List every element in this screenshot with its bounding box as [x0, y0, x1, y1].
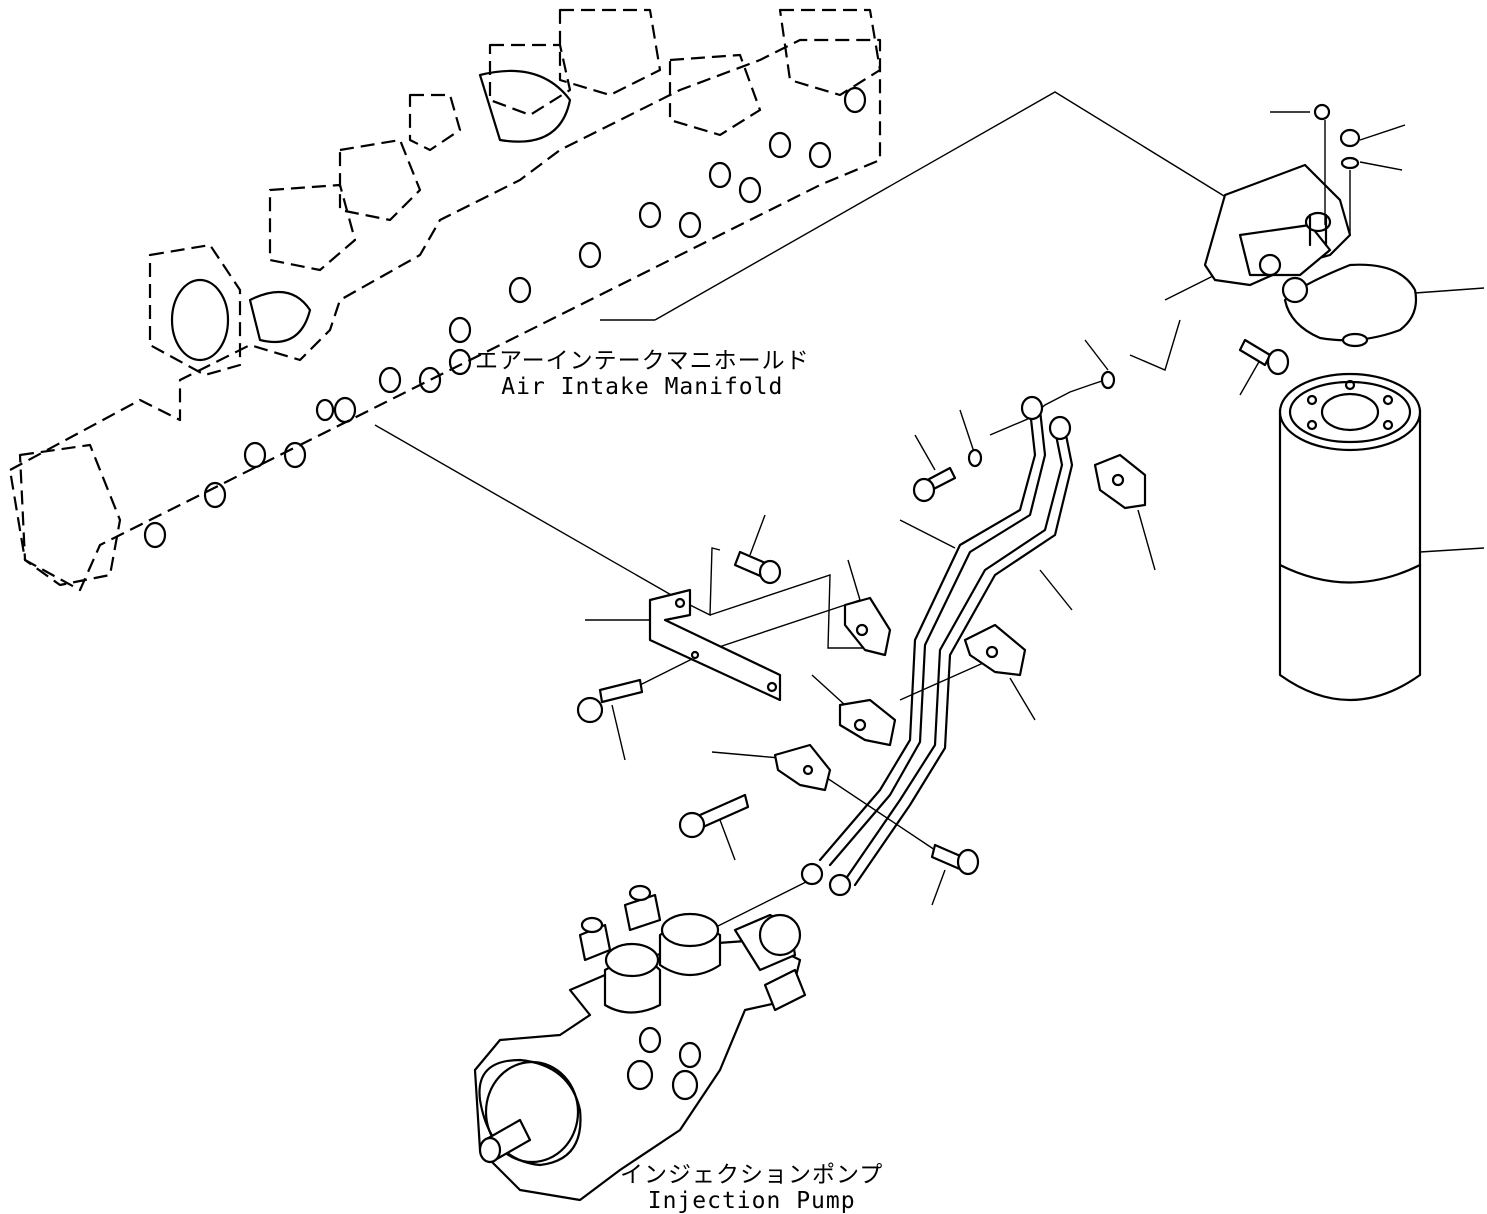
- leader-lines: [374, 91, 1485, 936]
- filter-cartridge: [1278, 372, 1422, 701]
- fuel-pipes: [800, 395, 1074, 897]
- pump-label: インジェクションポンプ Injection Pump: [620, 1162, 883, 1214]
- manifold-label-en: Air Intake Manifold: [501, 374, 784, 400]
- brackets: [648, 588, 832, 792]
- manifold-label-jp: エアーインテークマニホールド: [475, 348, 810, 374]
- air-intake-manifold: [8, 8, 882, 592]
- filter-bolts: [912, 338, 1290, 503]
- bracket-bolts: [576, 550, 980, 876]
- filter-head: [1203, 103, 1418, 348]
- injection-pump: [473, 884, 807, 1202]
- manifold-label: エアーインテークマニホールド Air Intake Manifold: [475, 348, 810, 400]
- pipe-clamps: [838, 453, 1147, 747]
- pump-label-en: Injection Pump: [647, 1188, 856, 1214]
- pump-label-jp: インジェクションポンプ: [620, 1162, 884, 1188]
